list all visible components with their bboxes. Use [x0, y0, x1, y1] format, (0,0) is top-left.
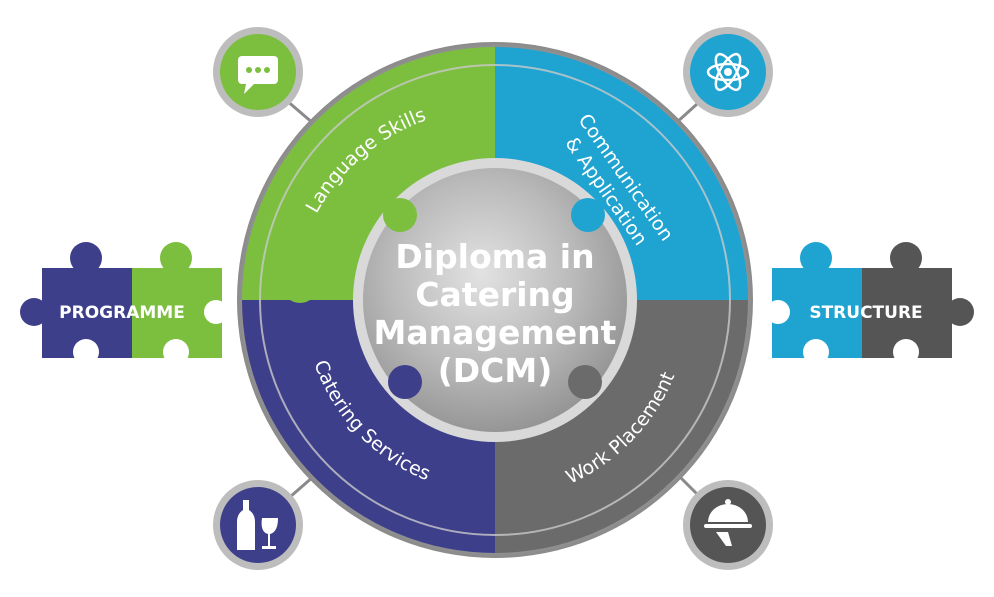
center-title-line-4: (DCM) [438, 351, 553, 390]
left-puzzle-label: PROGRAMME [59, 303, 185, 323]
center-disc [363, 168, 627, 432]
center-title-line-1: Diploma in [395, 237, 594, 276]
chat-bubble-icon [213, 27, 303, 117]
left-puzzle: PROGRAMME [20, 242, 228, 365]
right-puzzle: STRUCTURE [766, 242, 974, 365]
center-title-line-3: Management [374, 313, 617, 352]
ring-puzzle-knobs [282, 80, 706, 518]
right-puzzle-label: STRUCTURE [809, 303, 922, 323]
center-puzzle-knobs [383, 198, 605, 399]
inner-ring-line [259, 64, 731, 536]
center-title-line-2: Catering [415, 275, 574, 314]
atom-icon [683, 27, 773, 117]
center-title: Diploma in Catering Management (DCM) [374, 237, 617, 390]
wine-bottle-glass-icon [213, 480, 303, 570]
serving-cloche-icon [683, 480, 773, 570]
